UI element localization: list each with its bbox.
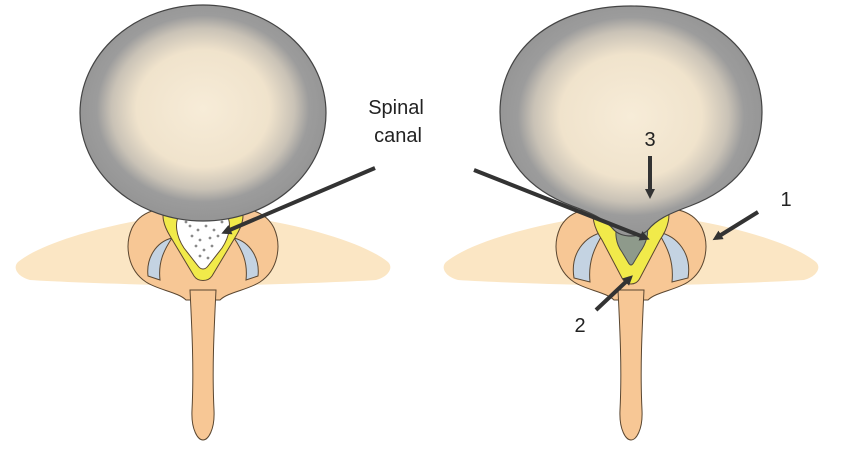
spinal-canal-label-line2: canal bbox=[374, 125, 422, 147]
stenosis-vertebra bbox=[444, 6, 819, 440]
marker-2-label: 2 bbox=[574, 315, 585, 337]
normal-vertebra bbox=[16, 5, 391, 440]
intervertebral-disc-normal bbox=[80, 5, 326, 221]
spinous-process-2 bbox=[618, 290, 644, 440]
marker-1-label: 1 bbox=[780, 189, 791, 211]
spinal-canal-label-line1: Spinal bbox=[368, 97, 424, 119]
spinal-canal-label: Spinal canal bbox=[368, 97, 424, 147]
marker-3-label: 3 bbox=[644, 129, 655, 151]
spinous-process bbox=[190, 290, 216, 440]
intervertebral-disc-bulging bbox=[500, 6, 762, 236]
